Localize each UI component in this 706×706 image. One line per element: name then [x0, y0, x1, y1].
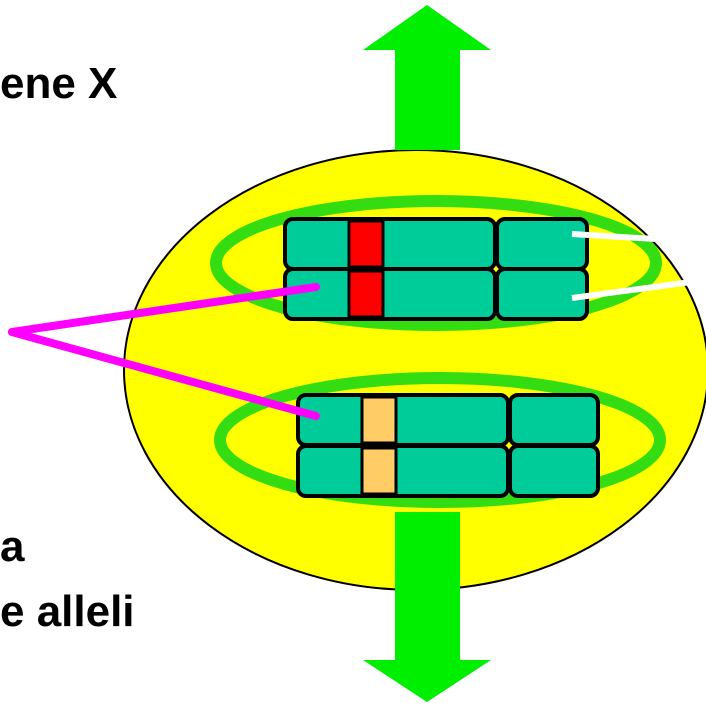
centromere-line — [571, 231, 706, 245]
centromere-line — [571, 277, 706, 301]
arrow-up-icon — [363, 5, 491, 150]
label-a: a — [0, 522, 25, 571]
gene-label: ene X — [0, 59, 118, 108]
chromosome-pair-top — [283, 217, 589, 321]
spindle-ring-top — [210, 195, 662, 331]
allele-recessive — [360, 395, 398, 445]
allele-recessive — [360, 446, 398, 496]
chromosome-pair-bottom — [296, 393, 600, 498]
spindle-ring-bottom — [214, 372, 666, 508]
chromatid — [495, 217, 589, 271]
chromatid — [283, 217, 497, 271]
chromatid — [296, 444, 510, 498]
chromatid — [508, 444, 600, 498]
chromatid — [508, 393, 600, 447]
chromatid — [495, 267, 589, 321]
pointer-line — [8, 283, 320, 336]
allele-dominant — [347, 219, 385, 269]
allele-dominant — [347, 269, 385, 319]
alleli-label: e alleli — [0, 587, 135, 636]
pointer-line — [8, 328, 320, 420]
chromatid — [283, 267, 497, 321]
arrow-down-icon — [363, 512, 491, 702]
chromatid — [296, 393, 510, 447]
